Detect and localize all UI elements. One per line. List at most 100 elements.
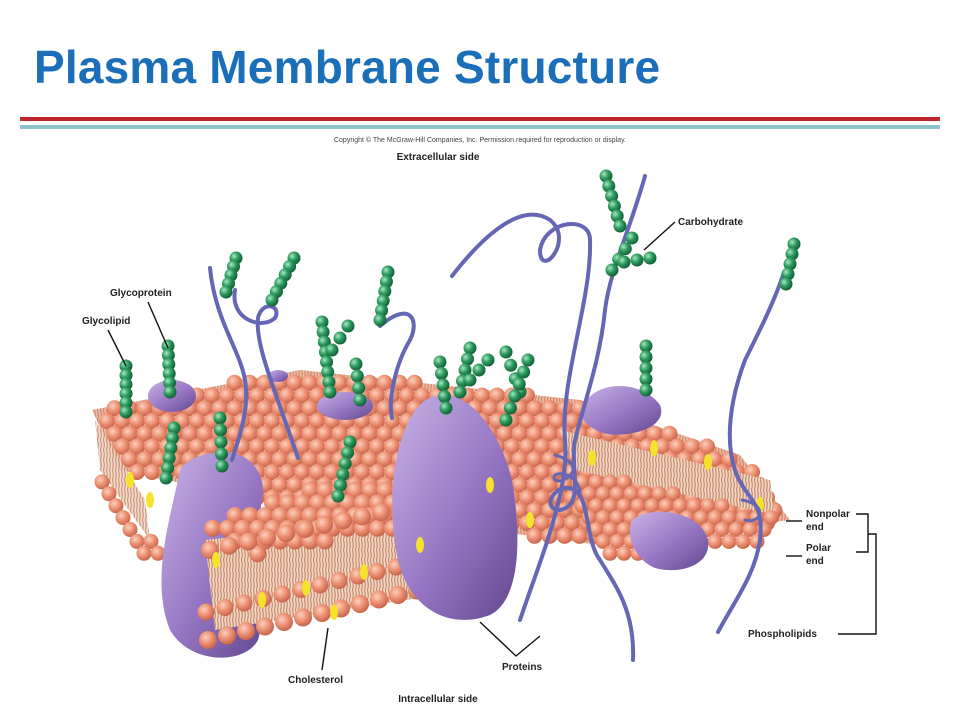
carbohydrate-bead [320, 355, 334, 369]
phospholipid-head [369, 413, 385, 429]
phospholipid-head [526, 527, 543, 544]
phospholipid-head [602, 498, 618, 514]
carbohydrate-bead [602, 179, 616, 193]
phospholipid-head [699, 438, 715, 455]
phospholipid-head [541, 476, 558, 493]
phospholipid-head [324, 464, 340, 480]
carbohydrate-bead [325, 343, 339, 357]
carbohydrate-bead [162, 357, 176, 371]
carbohydrate-bead [333, 478, 347, 492]
phospholipid-head [414, 387, 430, 404]
carbohydrate-bead [639, 350, 653, 364]
phospholipid-head [264, 494, 281, 512]
carbohydrate-bead [163, 376, 177, 390]
carbohydrate-bead [643, 251, 657, 265]
phospholipid-head [275, 613, 293, 631]
label-phospholipids: Phospholipids [748, 629, 817, 640]
phospholipid-head [122, 522, 138, 537]
phospholipid-head [707, 510, 723, 526]
phospholipid-head [258, 528, 276, 547]
phospholipid-head [346, 481, 364, 499]
carbohydrate-bead [508, 389, 522, 403]
phospholipid-head [665, 486, 681, 502]
carbohydrate-bead [373, 313, 387, 327]
label-intracellular-side: Intracellular side [398, 694, 478, 705]
cholesterol-molecule [146, 492, 154, 508]
carbohydrate-bead [315, 315, 329, 329]
carbohydrate-bead [349, 357, 363, 371]
phospholipid-head [106, 400, 123, 417]
carbohydrate-bead [463, 373, 477, 387]
cholesterol-molecule [526, 512, 534, 528]
phospholipid-head [316, 451, 333, 468]
phospholipid-head [174, 438, 190, 455]
phospholipid-head [661, 425, 678, 442]
phospholipid-head [294, 464, 310, 480]
phospholipid-head [264, 413, 280, 429]
phospholipid-head [384, 438, 400, 455]
cholesterol-molecule [126, 472, 134, 488]
phospholipid-head [216, 599, 234, 616]
phospholipid-head [526, 400, 543, 417]
phospholipid-head [294, 438, 310, 455]
phospholipid-head [249, 545, 266, 563]
carbohydrate-bead [163, 385, 177, 399]
phospholipid-head [534, 464, 550, 480]
label-nonpolar-end: Nonpolar [806, 509, 850, 520]
phospholipid-head [588, 474, 604, 490]
phospholipid-head [526, 476, 543, 493]
phospholipid-head [301, 451, 318, 468]
phospholipid-head [609, 510, 625, 526]
carbohydrate-bead [453, 385, 467, 399]
phospholipid-head [199, 631, 217, 649]
protein-chains [208, 174, 786, 662]
cholesterol-molecule [486, 477, 494, 493]
phospholipid-head [376, 481, 394, 499]
phospholipid-head [264, 464, 280, 480]
phospholipid-head [669, 438, 685, 455]
phospholipid-head [101, 486, 117, 502]
phospholipid-head [384, 413, 400, 429]
phospholipid-head [534, 413, 550, 429]
phospholipid-head [136, 451, 153, 468]
phospholipid-head [541, 425, 558, 442]
phospholipid-head [277, 524, 295, 543]
phospholipid-head [526, 425, 543, 442]
phospholipid-head [241, 425, 258, 442]
transmembrane-protein-right [581, 386, 709, 571]
phospholipid-head [644, 498, 660, 514]
carbohydrate-bead [352, 381, 366, 395]
phospholipid-head [556, 527, 573, 544]
carbohydrate-bead [639, 372, 653, 386]
carbohydrate-bead [781, 267, 795, 281]
phospholipid-head [309, 438, 325, 455]
phospholipid-head [144, 464, 160, 480]
phospholipid-head [481, 400, 498, 417]
phospholipid-head [588, 522, 604, 537]
carbohydrate-bead [499, 413, 513, 427]
phospholipid-head [234, 519, 251, 537]
phospholipid-head [721, 533, 737, 549]
phospholipid-head [256, 400, 273, 417]
phospholipid-head [316, 425, 333, 442]
phospholipid-head [354, 464, 370, 480]
phospholipid-head [534, 515, 550, 531]
carbohydrate-bead [321, 365, 335, 379]
phospholipid-head [651, 486, 667, 502]
phospholipid-head [271, 425, 288, 442]
phospholipid-head [235, 594, 253, 612]
carbohydrate-bead [630, 253, 644, 267]
carbohydrate-bead [517, 365, 531, 379]
phospholipid-head [279, 464, 295, 480]
phospholipid-head [616, 498, 632, 514]
phospholipid-head [331, 425, 348, 442]
phospholipid-head [264, 438, 280, 455]
phospholipid-head [129, 533, 145, 549]
phospholipid-head [519, 438, 535, 455]
phospholipid-head [286, 476, 303, 493]
carbohydrate-bead [161, 339, 175, 353]
phospholipid-head [196, 425, 213, 442]
label-carbohydrate: Carbohydrate [678, 217, 743, 228]
phospholipid-head [144, 438, 160, 455]
carbohydrate-bead [463, 341, 477, 355]
